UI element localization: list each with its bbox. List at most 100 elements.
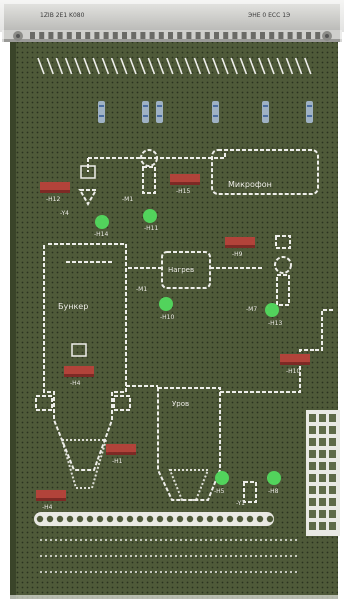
pin-trace	[193, 57, 202, 75]
connector-pin	[103, 32, 109, 39]
roller	[116, 515, 124, 523]
roller	[236, 515, 244, 523]
connector-pin	[131, 32, 137, 39]
pin-trace	[129, 57, 137, 75]
terminal-cell	[309, 426, 316, 434]
connector-pin	[66, 32, 72, 39]
connector-pin	[186, 32, 192, 39]
connector-pin	[177, 32, 183, 39]
pin-trace	[230, 57, 238, 75]
m-label: -M7	[246, 306, 258, 313]
connector-pin	[214, 32, 219, 39]
connector-pin	[260, 32, 265, 39]
led-indicators	[95, 209, 281, 485]
y-label: -Y1	[236, 500, 245, 507]
terminal-cell	[309, 486, 316, 494]
resistor-icon	[262, 101, 269, 123]
roller	[156, 515, 164, 523]
connector-pin	[48, 32, 54, 39]
roller	[66, 515, 74, 523]
pin-trace	[166, 57, 174, 75]
jumper-blocks	[36, 174, 310, 501]
jumper-block-icon	[40, 182, 70, 193]
roller	[76, 515, 84, 523]
resistor-row	[98, 101, 313, 123]
connector-label-left: 1ZIB 2E1 K080	[40, 12, 85, 19]
terminal-cell	[319, 498, 326, 506]
pin-traces	[37, 57, 312, 75]
pin-trace	[120, 57, 128, 75]
terminal-cell	[309, 450, 316, 458]
schematic-print	[35, 149, 334, 573]
h-label: -H1	[112, 458, 123, 465]
pin-trace	[276, 57, 284, 75]
roller	[146, 515, 154, 523]
connector-pin	[232, 32, 238, 39]
terminal-cell	[309, 462, 316, 470]
terminal-cell	[329, 486, 336, 494]
connector-pin	[149, 32, 155, 39]
terminal-cell	[309, 510, 316, 518]
terminal-cell	[309, 414, 316, 422]
roller	[216, 515, 224, 523]
heater-label: Нагрев	[168, 266, 195, 274]
h-label: -H9	[232, 251, 243, 258]
terminal-cell	[329, 474, 336, 482]
terminal-cell	[329, 510, 336, 518]
y-label: -Y4	[60, 210, 69, 217]
jumper-block-icon	[36, 490, 66, 501]
roller	[86, 515, 94, 523]
terminal-cell	[329, 414, 336, 422]
bunker-label: Бункер	[58, 302, 89, 311]
roller	[266, 515, 274, 523]
resistor-icon	[212, 101, 219, 123]
pin-trace	[175, 57, 183, 75]
h-label: -H4	[70, 380, 81, 387]
pin-trace	[55, 57, 64, 75]
silo-material	[60, 439, 210, 501]
pcb-board	[10, 38, 338, 599]
terminal-cell	[319, 438, 326, 446]
pin-trace	[267, 57, 275, 75]
roller	[186, 515, 194, 523]
resistor-icon	[98, 101, 105, 123]
roller	[36, 515, 44, 523]
roller	[226, 515, 234, 523]
pin-trace	[202, 57, 211, 75]
connector-pin	[195, 32, 201, 39]
terminal-cell	[309, 438, 316, 446]
roller	[176, 515, 184, 523]
connector-pin	[122, 32, 127, 39]
green-led-icon	[265, 303, 279, 317]
pin-trace	[37, 57, 45, 75]
jumper-block-icon	[170, 174, 200, 185]
pin-trace	[248, 57, 257, 75]
connector-pin	[269, 32, 275, 39]
connector-pin	[315, 32, 321, 39]
connector-pin	[140, 32, 146, 39]
roller	[246, 515, 254, 523]
pin-trace	[83, 57, 91, 75]
connector-pin	[306, 32, 311, 39]
terminal-cell	[319, 510, 326, 518]
m-label: -M1	[122, 196, 134, 203]
jumper-block-icon	[64, 366, 94, 377]
connector-pin	[223, 32, 229, 39]
roller	[126, 515, 134, 523]
roller	[46, 515, 54, 523]
roller	[136, 515, 144, 523]
connector-pin	[296, 32, 302, 39]
connector-pin	[39, 32, 45, 39]
edge-connector	[0, 0, 344, 42]
silo-right-label: Уров	[172, 400, 190, 408]
pin-trace	[285, 57, 294, 75]
terminal-cell	[319, 462, 326, 470]
connector-pin	[287, 32, 293, 39]
terminal-cell	[319, 486, 326, 494]
connector-pin	[76, 32, 81, 39]
connector-label-right: ЭНЕ 0 ЕСС 1Э	[248, 12, 291, 19]
led-label: -H14	[94, 231, 109, 238]
led-label: -H13	[268, 320, 283, 327]
pin-trace	[101, 57, 110, 75]
